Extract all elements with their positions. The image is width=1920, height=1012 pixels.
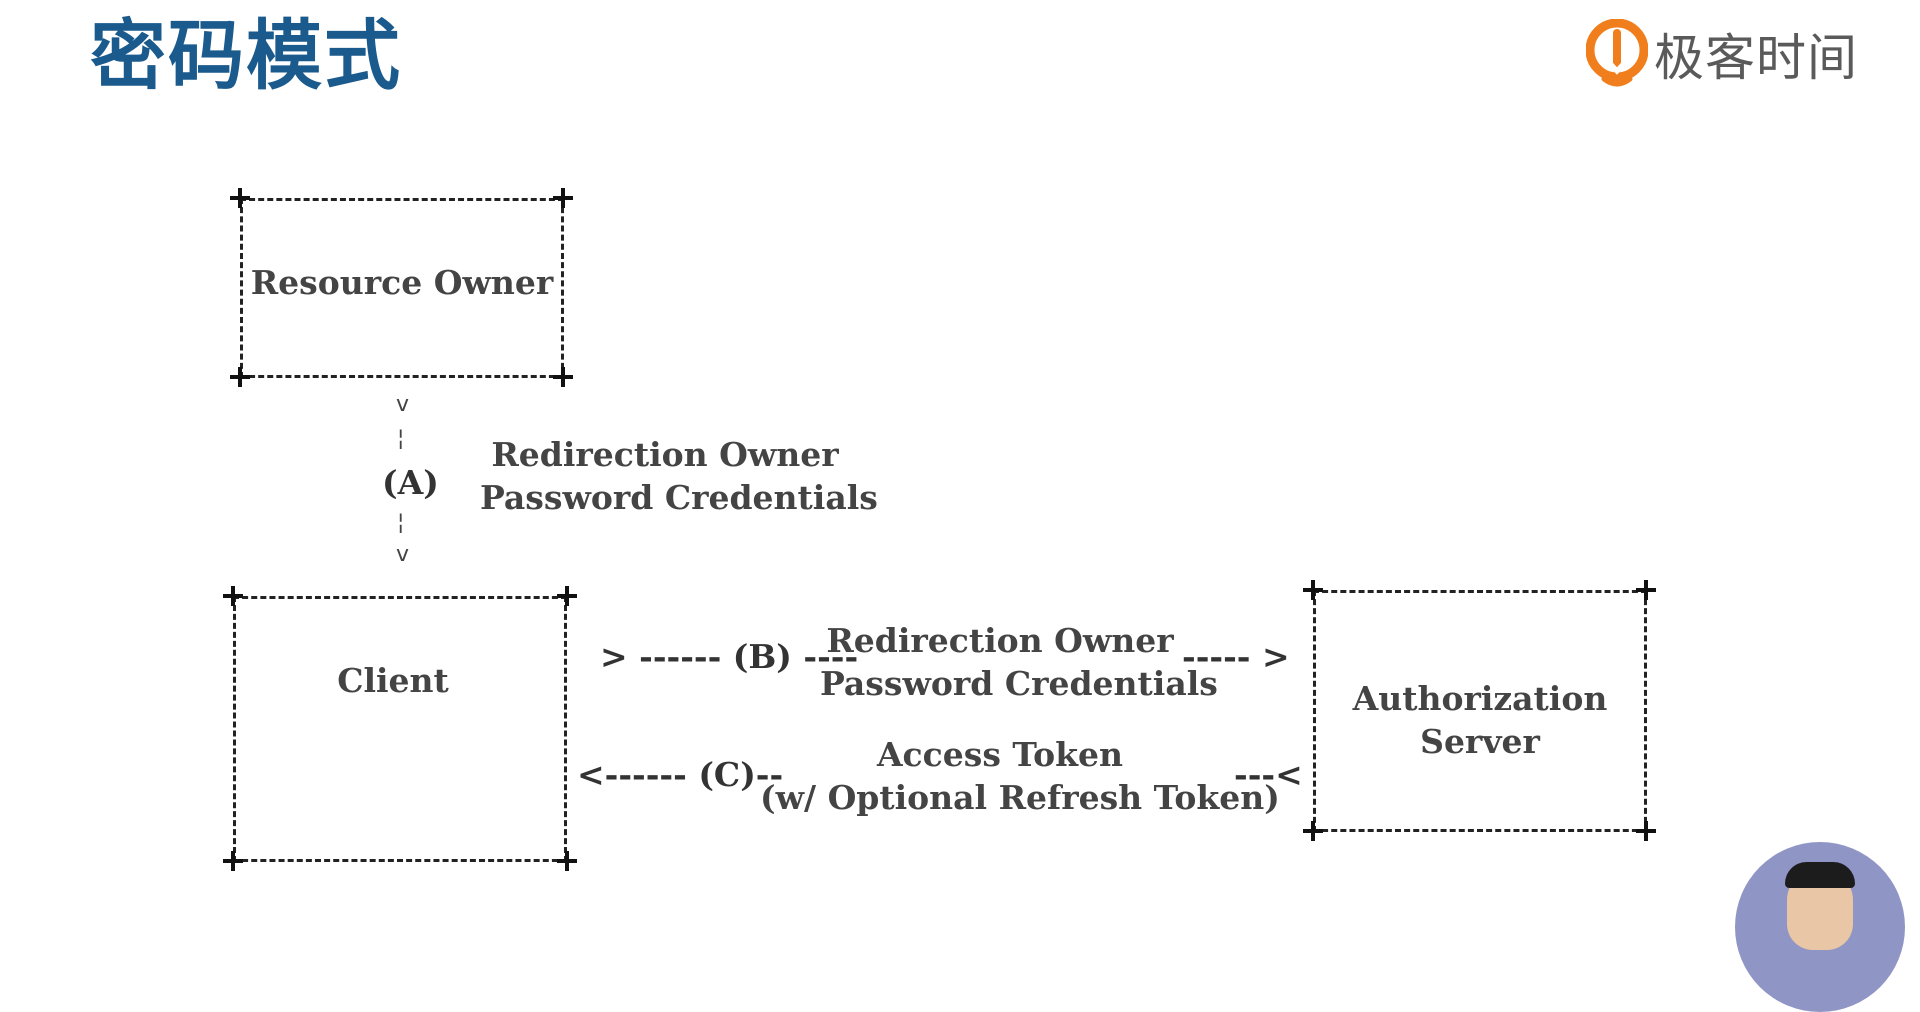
brand-logo: 极客时间: [1586, 18, 1858, 90]
flow-a-text: Redirection Owner Password Credentials: [480, 434, 878, 520]
flow-a-text-line2: Password Credentials: [480, 477, 878, 517]
flow-a-text-line1: Redirection Owner: [491, 435, 839, 474]
flow-b-right: ----- >: [1182, 637, 1290, 676]
page-title: 密码模式: [90, 11, 402, 100]
authorization-server-line1: Authorization: [1352, 679, 1608, 718]
corner-mark: [557, 851, 577, 871]
corner-mark: [230, 367, 250, 387]
corner-mark: [1636, 821, 1656, 841]
corner-mark: [1303, 821, 1323, 841]
logo-text: 极客时间: [1654, 29, 1858, 87]
client-label: Client: [337, 661, 449, 700]
corner-mark: [553, 188, 573, 208]
corner-mark: [230, 188, 250, 208]
authorization-server-box: [1313, 590, 1647, 832]
client-box: [233, 596, 567, 862]
flow-c-text: Access Token (w/ Optional Refresh Token): [760, 734, 1280, 820]
resource-owner-box: [240, 198, 564, 378]
flow-a-dash-bottom: ¦: [397, 510, 405, 535]
flow-a-dash-top: ¦: [397, 426, 405, 451]
flow-c-right: ---<: [1234, 755, 1303, 794]
flow-b-text-line1: Redirection Owner: [826, 621, 1174, 660]
flow-a-label: (A): [382, 463, 439, 502]
presenter-avatar: [1735, 842, 1905, 1012]
presenter-hair: [1785, 862, 1855, 888]
authorization-server-label: Authorization Server: [1313, 678, 1647, 764]
flow-c-text-line2: (w/ Optional Refresh Token): [760, 777, 1280, 817]
flow-b-text-line2: Password Credentials: [820, 663, 1218, 703]
corner-mark: [1636, 580, 1656, 600]
corner-mark: [223, 586, 243, 606]
corner-mark: [223, 851, 243, 871]
flow-c-text-line1: Access Token: [876, 735, 1124, 774]
geektime-logo-icon: [1586, 19, 1648, 87]
flow-b-text: Redirection Owner Password Credentials: [820, 620, 1218, 706]
corner-mark: [557, 586, 577, 606]
flow-a-arrow-bottom: v: [396, 542, 410, 567]
corner-mark: [1303, 580, 1323, 600]
flow-a-arrow-top: v: [396, 392, 410, 417]
resource-owner-label: Resource Owner: [250, 263, 554, 302]
flow-b-left: > ------ (B) ----: [600, 637, 859, 676]
flow-c-left: <------ (C)--: [577, 755, 784, 794]
corner-mark: [553, 367, 573, 387]
authorization-server-line2: Server: [1420, 721, 1540, 761]
